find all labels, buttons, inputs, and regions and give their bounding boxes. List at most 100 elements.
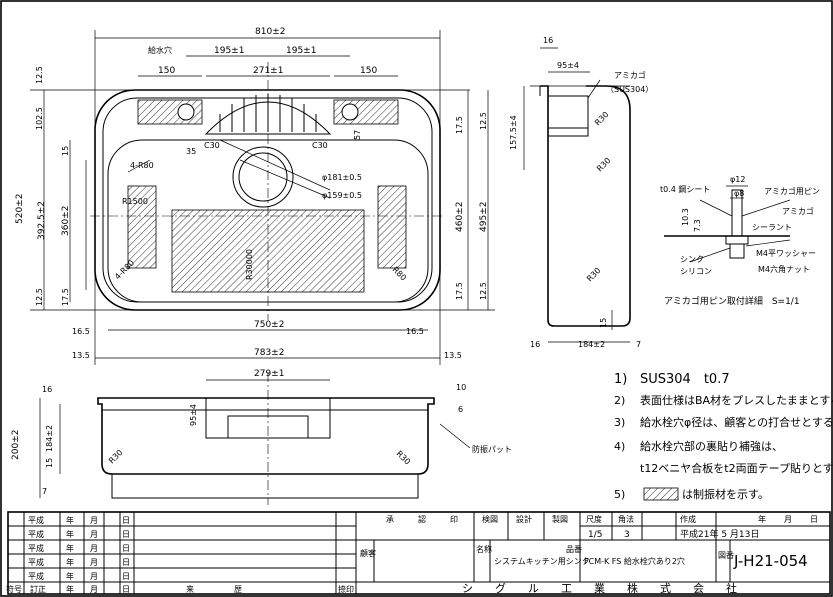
dim-17-5-r2: 17.5	[455, 282, 464, 300]
detail-phi8: φ8	[734, 189, 744, 198]
side-dim-184: 184±2	[578, 340, 605, 349]
side-dim-7: 7	[636, 340, 641, 349]
detail-silicon: シリコン	[680, 267, 712, 276]
rev-header-date: 訂正	[30, 584, 46, 594]
note-4-text: 給水栓穴部の裏貼り補強は、	[640, 439, 783, 453]
note-5-swatch	[643, 487, 679, 501]
note-2-num: 2)	[614, 394, 625, 407]
scale-value: 1/5	[588, 530, 602, 540]
top-view: 810±2 給水穴 195±1 195±1 271±1 150 150 C30 …	[15, 27, 495, 365]
created-date: 平成21年 5 月13日	[680, 528, 759, 540]
note-3-num: 3)	[614, 416, 625, 429]
detail-leader-4	[745, 239, 791, 247]
rev-2-m: 月	[90, 530, 98, 539]
front-dim-16: 16	[42, 385, 52, 394]
client-label: 顧客	[360, 548, 376, 558]
dim-195-right: 195±1	[286, 46, 316, 56]
dim-150-left: 150	[158, 66, 175, 76]
front-pad-label: 防振パット	[472, 444, 512, 454]
label-faucet-hole: 給水穴	[148, 45, 172, 55]
dim-57: 57	[353, 130, 362, 140]
dim-15: 15	[61, 146, 70, 156]
drawing-number: J-H21-054	[733, 552, 808, 570]
dim-35: 35	[186, 147, 196, 156]
side-dim-95: 95±4	[557, 61, 579, 70]
drawing-label: 図番	[718, 550, 734, 560]
side-r30-b: R30	[595, 156, 613, 174]
detail-washer	[725, 235, 749, 245]
phi181-leader	[219, 139, 331, 191]
rev-3-era: 平成	[28, 543, 44, 553]
angle-value: 3	[624, 530, 630, 540]
dim-12-5-bottom: 12.5	[35, 288, 44, 306]
label-c30-right: C30	[312, 141, 328, 150]
detail-phi12: φ12	[730, 175, 745, 184]
rev-4-m: 月	[90, 558, 98, 567]
design-label: 設計	[516, 514, 532, 524]
name-label: 名称	[476, 544, 492, 554]
rev-4-era: 平成	[28, 557, 44, 567]
rev-3-m: 月	[90, 544, 98, 553]
scale-label: 尺度	[586, 514, 602, 524]
front-dim-200: 200±2	[11, 430, 21, 460]
front-view: 279±1 16 10 200±2 184±2 95±4 15 7 6 R30 …	[11, 369, 512, 505]
dim-16-5-left: 16.5	[72, 327, 90, 336]
detail-amikago: アミカゴ	[782, 206, 814, 216]
dim-13-5-right: 13.5	[444, 351, 462, 360]
dim-195-left: 195±1	[214, 46, 244, 56]
detail-nut	[729, 243, 745, 259]
damper-right	[377, 185, 407, 269]
side-sus: （SUS304）	[606, 85, 653, 94]
basket-ridge	[204, 101, 332, 135]
front-dim-184: 184±2	[45, 425, 54, 452]
created-m: 月	[784, 515, 792, 524]
rev-5-y: 年	[66, 571, 74, 581]
side-amikago: アミカゴ	[614, 70, 646, 80]
front-outline	[97, 397, 435, 475]
dim-150-right: 150	[360, 66, 377, 76]
note-2-text: 表面仕様はBA材をプレスしたままとする。	[640, 393, 833, 407]
front-dim-10: 10	[456, 383, 466, 392]
pad-leader	[439, 423, 471, 449]
detail-7-3: 7.3	[693, 219, 702, 232]
r80-leader	[127, 159, 151, 173]
rev-5-m: 月	[90, 572, 98, 581]
note-4b-text: t12ベニヤ合板をt2両面テープ貼りとする。	[640, 461, 833, 475]
note-5-text: は制振材を示す。	[682, 487, 769, 501]
pin-detail: φ12 φ8 t0.4 鋼シート アミカゴ用ピン アミカゴ 10.3 7.3 シ…	[660, 175, 820, 307]
rev-1-d: 日	[122, 516, 130, 525]
label-c30-left: C30	[204, 141, 220, 150]
front-dim-95: 95±4	[189, 404, 198, 426]
rev-header-sym: 符号	[6, 584, 22, 594]
detail-leader-1	[699, 199, 733, 217]
note-1-text: SUS304 t0.7	[640, 372, 730, 387]
side-dim-16: 16	[543, 36, 553, 45]
detail-10-3: 10.3	[681, 208, 690, 226]
notes: 1) SUS304 t0.7 2) 表面仕様はBA材をプレスしたままとする。 3…	[614, 372, 833, 501]
dim-495: 495±2	[479, 202, 489, 232]
note-3-text: 給水栓穴φ径は、顧客との打合せとする。	[640, 415, 833, 429]
front-r30-left: R30	[107, 448, 125, 466]
front-dim-15: 15	[45, 458, 54, 468]
amikago-leader	[587, 79, 601, 99]
dim-460: 460±2	[455, 202, 465, 232]
rev-1-era: 平成	[28, 515, 44, 525]
side-dim-15: 15	[599, 318, 608, 328]
company-name: シ グ ル 工 業 株 式 会 社	[462, 581, 737, 595]
note-1-num: 1)	[614, 372, 627, 387]
dim-12-5-r2: 12.5	[479, 282, 488, 300]
dim-810: 810±2	[255, 27, 285, 37]
rev-header-history: 来 歴	[186, 585, 242, 594]
side-dim-16-b: 16	[530, 340, 540, 349]
dim-17-5-r: 17.5	[455, 116, 464, 134]
detail-leader-2	[741, 199, 791, 217]
rev-4-y: 年	[66, 557, 74, 567]
label-4-r80: 4-R80	[130, 161, 154, 170]
detail-caption: アミカゴ用ピン取付詳細 S=1/1	[664, 295, 800, 307]
dim-13-5-left: 13.5	[72, 351, 90, 360]
right-faucet-hole	[341, 103, 359, 121]
front-dim-7: 7	[42, 487, 47, 496]
rev-3-d: 日	[122, 544, 130, 553]
part-number: FCM-K FS 給水栓穴あり2穴	[584, 556, 685, 566]
drain-inner	[238, 152, 288, 202]
